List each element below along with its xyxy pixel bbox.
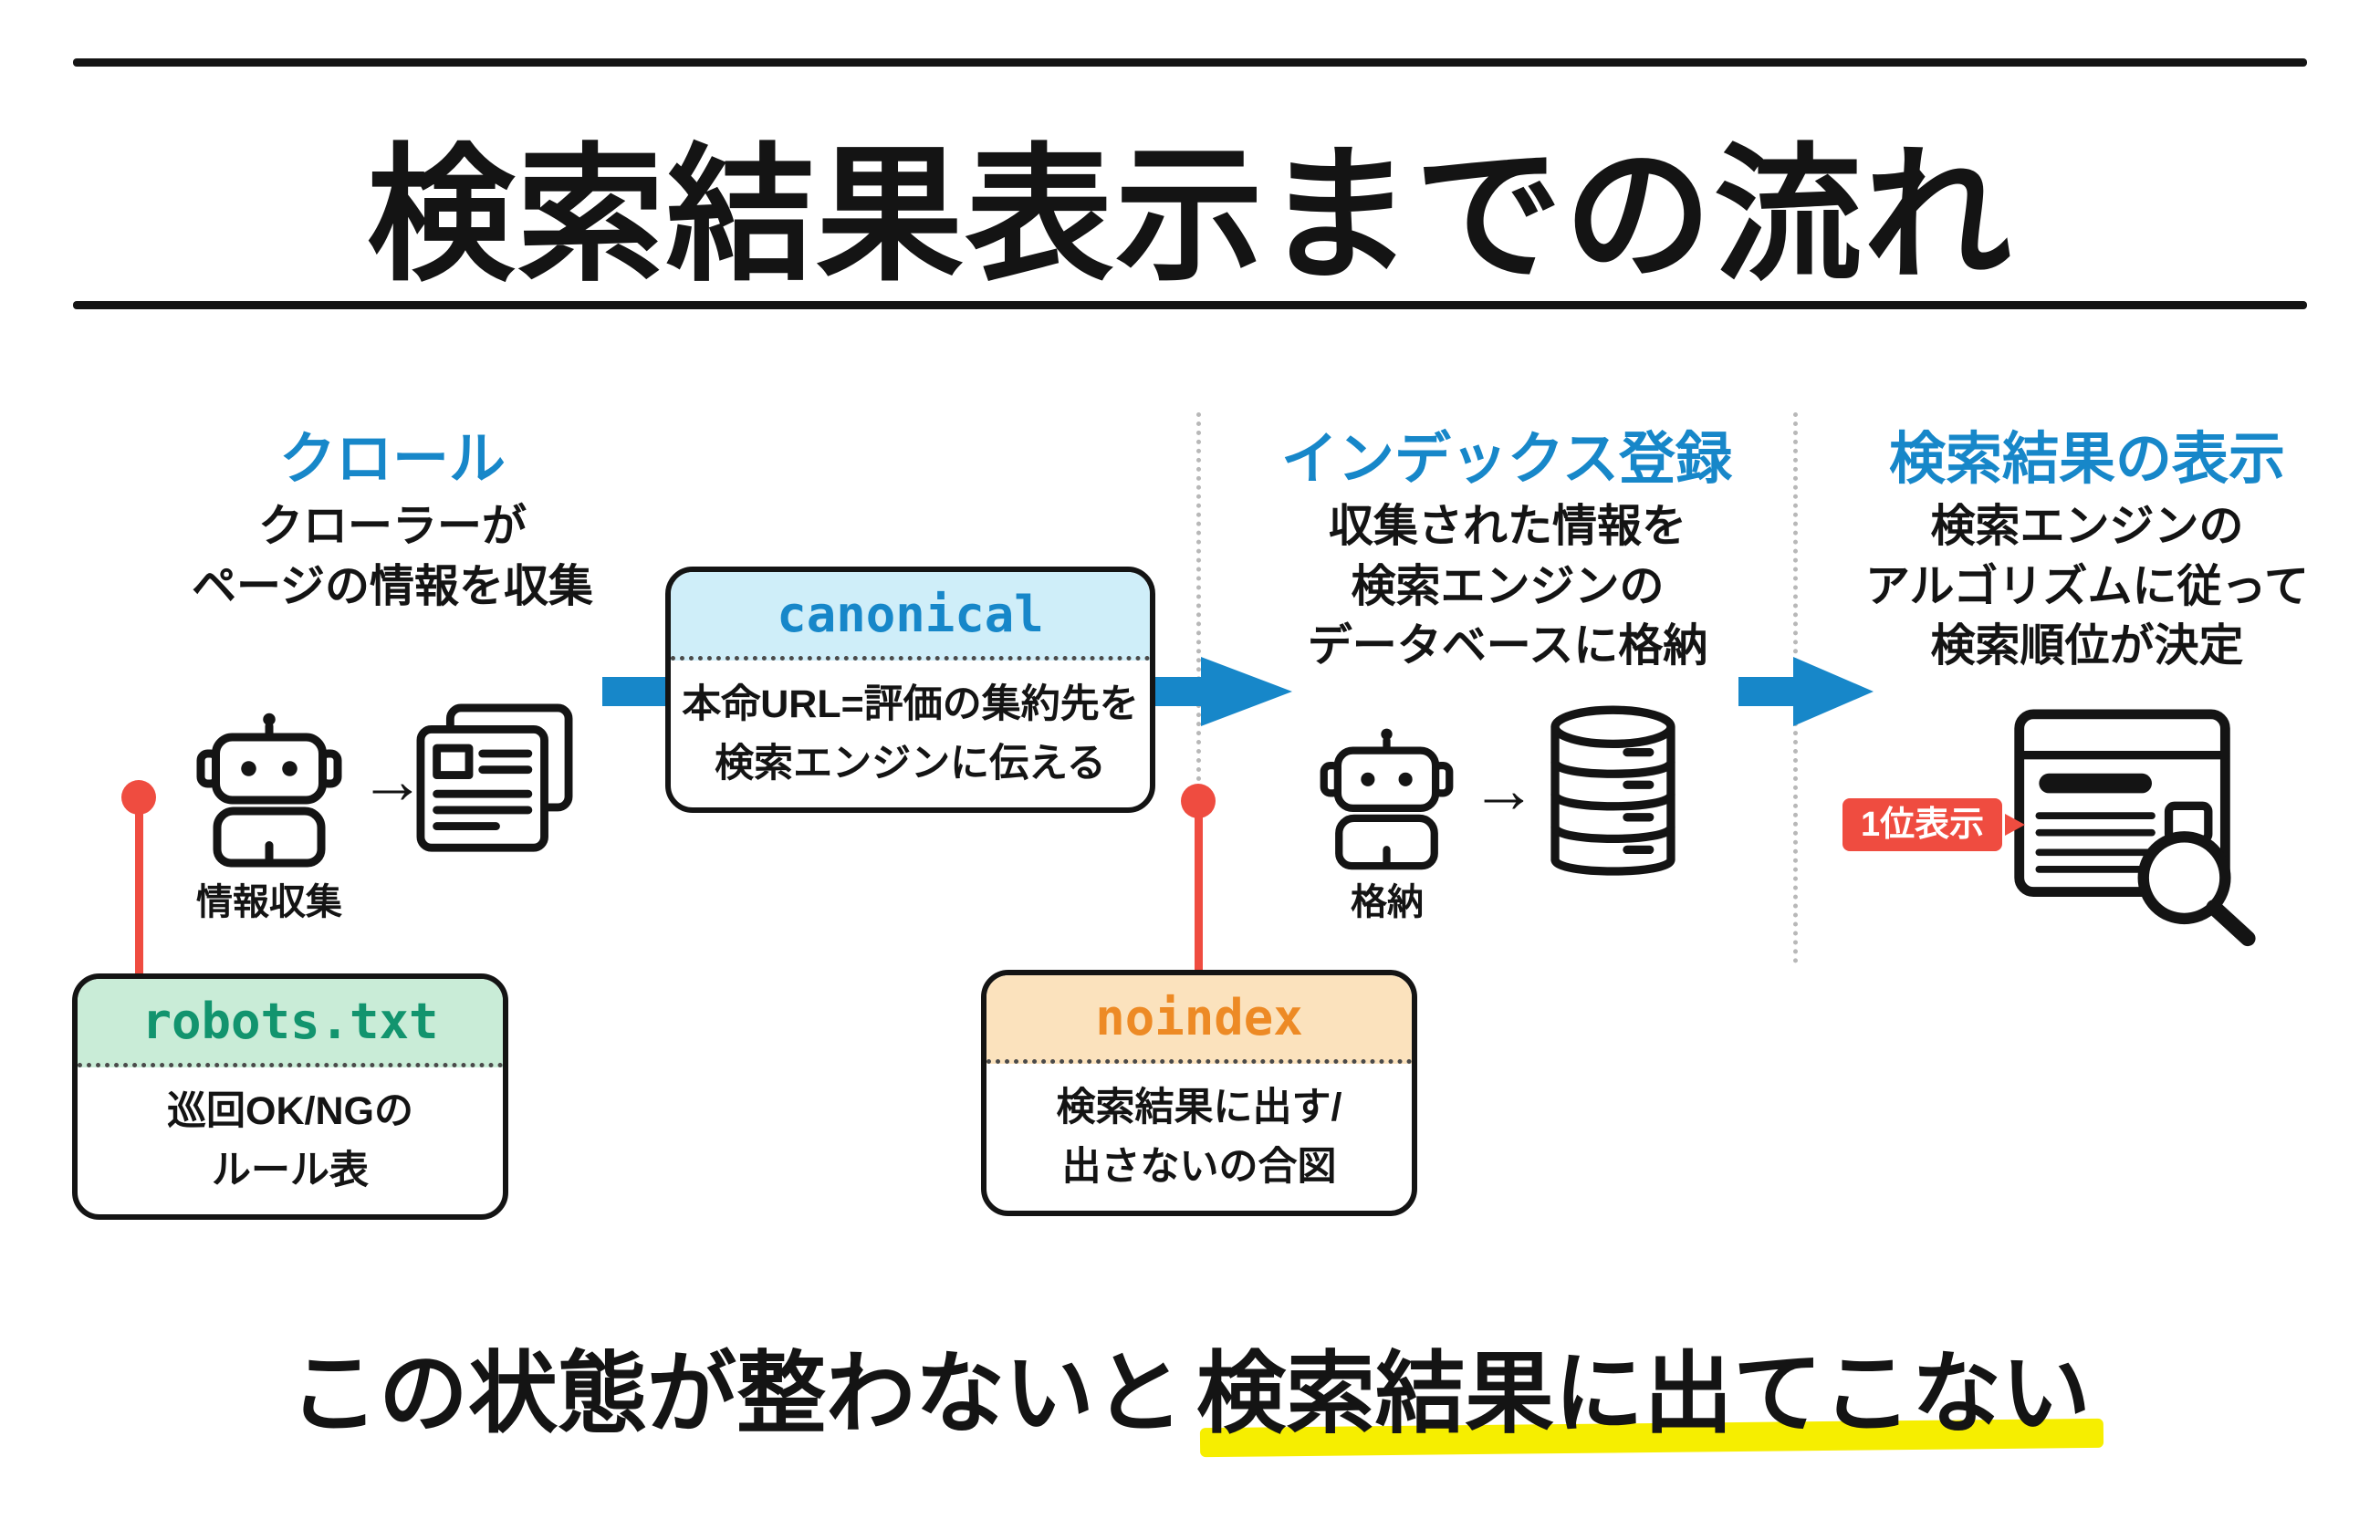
robots-callout-title: robots.txt — [78, 979, 503, 1067]
footer-highlight: 検索結果に出てこない — [1196, 1343, 2092, 1443]
indexer-robot-icon — [1320, 728, 1454, 870]
canonical-callout: canonical 本命URL=評価の集約先を 検索エンジンに伝える — [665, 567, 1155, 813]
robots-callout: robots.txt 巡回OK/NGの ルール表 — [72, 973, 508, 1220]
title-rule-top — [73, 58, 2307, 67]
title-rule-bottom — [73, 301, 2307, 309]
noindex-connector-dot — [1181, 784, 1216, 818]
stage-crawl-description: クローラーが ページの情報を収集 — [191, 502, 594, 611]
noindex-callout-title: noindex — [986, 975, 1412, 1064]
stage-index-label: インデックス登録 — [1280, 428, 1733, 491]
rank-badge-pointer — [2005, 814, 2025, 836]
robots-connector-dot — [121, 780, 156, 815]
crawler-robot-icon — [196, 713, 342, 868]
arrow-right-glyph-2: → — [1471, 754, 1537, 827]
stage-index-description: 収集された情報を 検索エンジンの データベースに格納 — [1307, 502, 1708, 671]
footer-prefix: この状態が整わないと — [288, 1343, 1184, 1443]
noindex-connector-line — [1195, 801, 1203, 976]
index-caption: 格納 — [1351, 882, 1424, 922]
footer-message: この状態が整わないと検索結果に出てこない — [0, 1321, 2380, 1451]
stage-crawl-label: クロール — [278, 428, 506, 491]
crawl-caption: 情報収集 — [196, 882, 342, 922]
database-icon — [1550, 705, 1675, 876]
rank-badge: 1位表示 — [1842, 798, 2003, 851]
flow-arrow-2 — [1738, 657, 1874, 726]
stage-serp-label: 検索結果の表示 — [1888, 428, 2285, 491]
robots-callout-body: 巡回OK/NGの ルール表 — [167, 1089, 413, 1192]
search-result-browser-icon — [2014, 709, 2256, 947]
page-title: 検索結果表示までの流れ — [367, 133, 2013, 298]
arrow-right-glyph-1: → — [360, 744, 425, 817]
canonical-callout-title: canonical — [671, 572, 1150, 661]
noindex-callout: noindex 検索結果に出す/ 出さないの合図 — [981, 970, 1417, 1216]
canonical-callout-body: 本命URL=評価の集約先を 検索エンジンに伝える — [682, 682, 1139, 786]
noindex-callout-body: 検索結果に出す/ 出さないの合図 — [1056, 1086, 1342, 1189]
stage-serp-description: 検索エンジンの アルゴリズムに従って 検索順位が決定 — [1864, 502, 2310, 671]
robots-connector-line — [135, 797, 143, 980]
web-pages-icon — [416, 703, 573, 852]
